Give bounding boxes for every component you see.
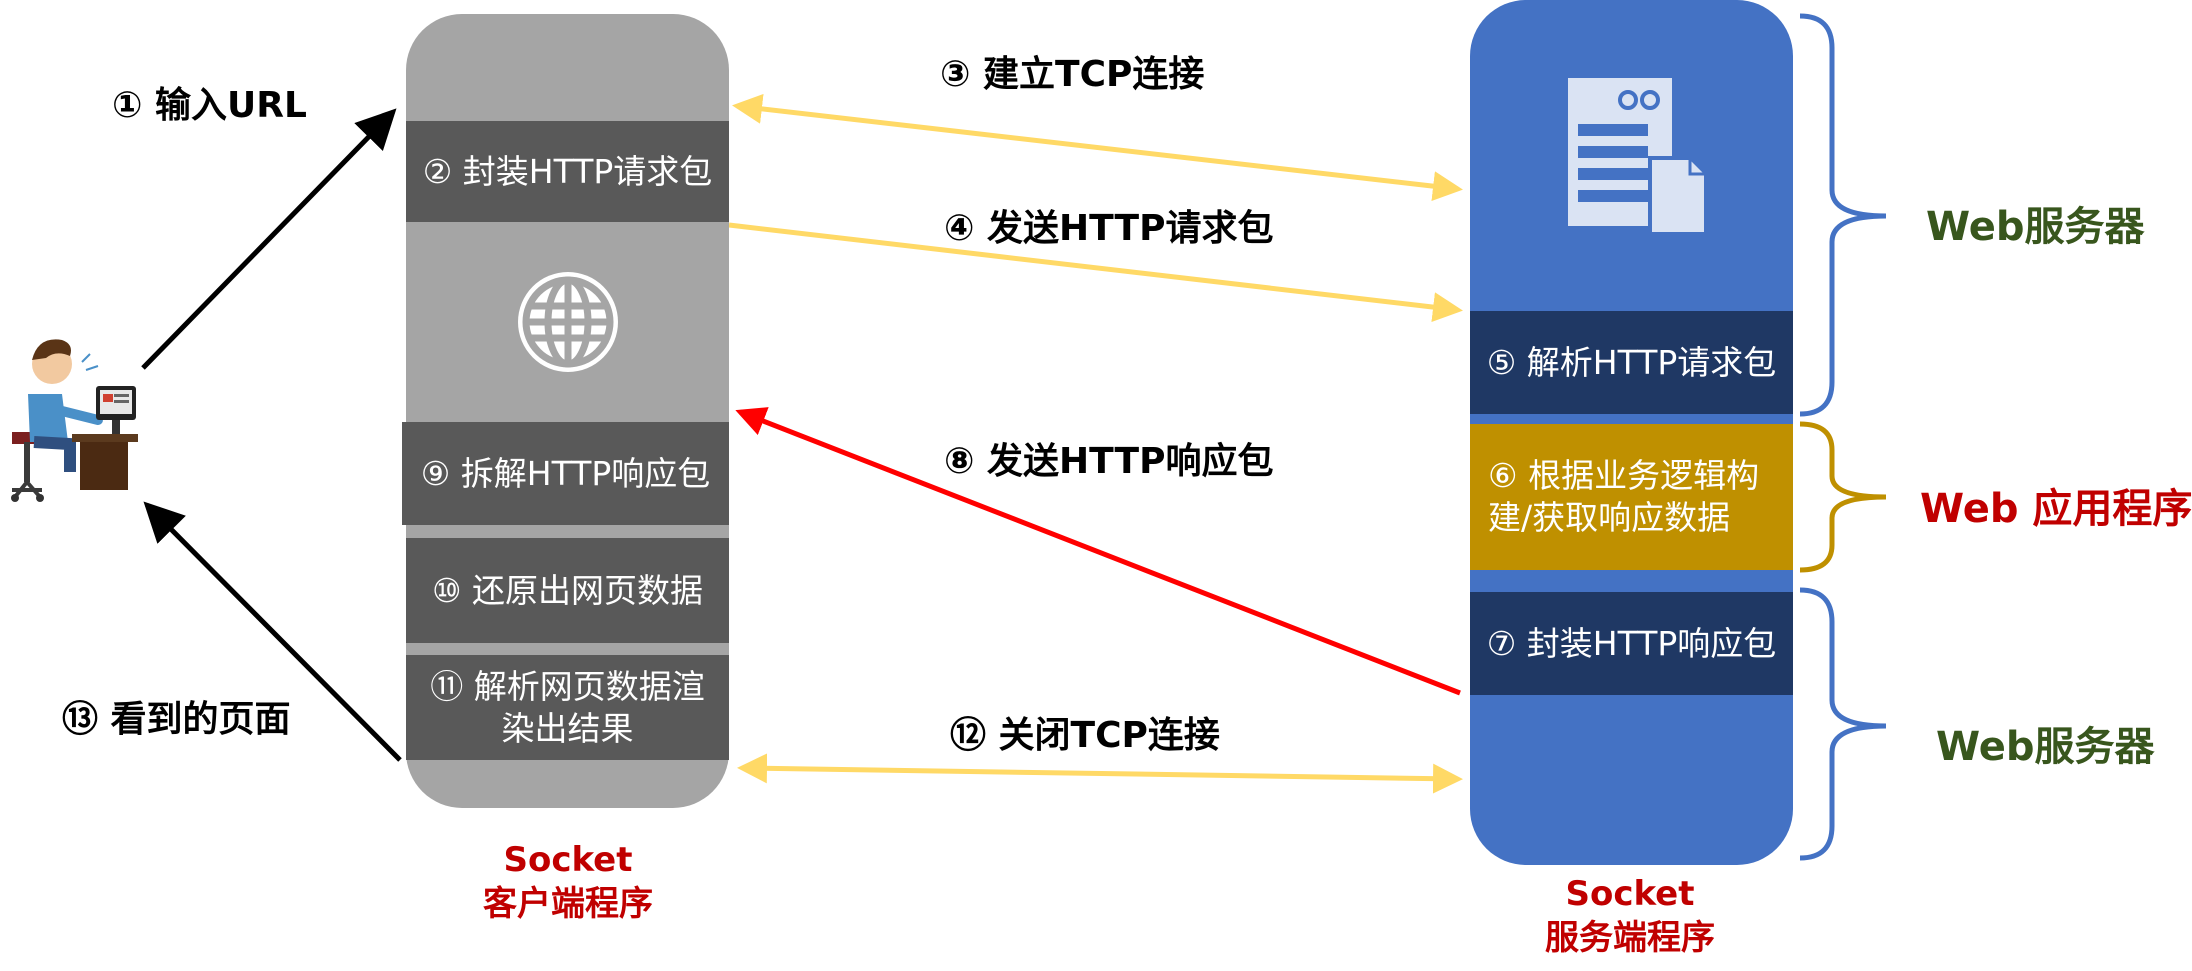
step-2-label: ② 封装HTTP请求包 [422,151,713,191]
step-9-block: ⑨ 拆解HTTP响应包 [402,422,729,525]
arrow-input-url [141,108,397,370]
step-6-label-line1: ⑥ 根据业务逻辑构 [1488,456,1760,495]
step-5-block: ⑤ 解析HTTP请求包 [1470,311,1793,414]
bracket-web-server-bottom [1799,587,1887,861]
step-1-label: ① 输入URL [112,85,307,126]
step-7-label: ⑦ 封装HTTP响应包 [1486,623,1777,663]
step-7-block: ⑦ 封装HTTP响应包 [1470,592,1793,695]
step-3-label: ③ 建立TCP连接 [940,54,1205,95]
step-9-label: ⑨ 拆解HTTP响应包 [420,453,711,493]
server-document-icon [1568,78,1710,238]
arrow-send-request [728,222,1463,323]
step-6-block: ⑥ 根据业务逻辑构 建/获取响应数据 [1470,424,1793,570]
user-at-computer-icon [10,322,140,507]
globe-icon [518,272,618,372]
step-11-label-line2: 染出结果 [501,708,634,748]
step-11-block: ⑪ 解析网页数据渲 染出结果 [406,655,729,760]
server-caption-line2: 服务端程序 [1545,918,1715,958]
client-caption: Socket 客户端程序 [448,838,688,926]
step-13-label: ⑬ 看到的页面 [62,699,291,740]
arrow-send-response [735,407,1461,696]
step-4-label: ④ 发送HTTP请求包 [944,208,1274,249]
web-server-top-label: Web服务器 [1926,204,2145,250]
step-2-block: ② 封装HTTP请求包 [406,121,729,222]
arrow-tcp-close [737,753,1463,794]
step-6-label-line2: 建/获取响应数据 [1488,498,1731,537]
client-caption-line2: 客户端程序 [483,884,653,924]
step-5-label: ⑤ 解析HTTP请求包 [1486,342,1777,382]
server-caption-line1: Socket [1565,874,1695,914]
step-10-label: ⑩ 还原出网页数据 [431,570,704,610]
web-server-bottom-label: Web服务器 [1936,724,2155,770]
client-caption-line1: Socket [503,840,633,880]
step-12-label: ⑫ 关闭TCP连接 [950,715,1220,756]
step-11-label-line1: ⑪ 解析网页数据渲 [430,666,705,706]
arrow-tcp-connect [732,93,1463,202]
web-app-label: Web 应用程序 [1920,486,2192,532]
step-8-label: ⑧ 发送HTTP响应包 [944,441,1274,482]
bracket-web-server-top [1799,13,1887,417]
step-10-block: ⑩ 还原出网页数据 [406,538,729,643]
server-caption: Socket 服务端程序 [1510,872,1750,960]
arrow-see-page [143,501,402,762]
bracket-web-app [1799,421,1887,573]
